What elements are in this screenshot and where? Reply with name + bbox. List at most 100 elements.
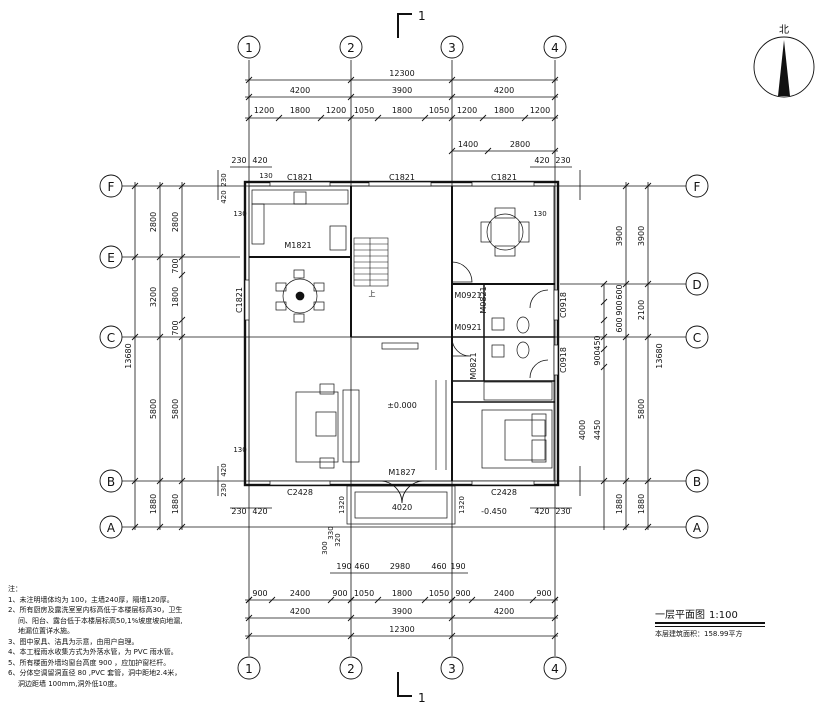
window-label: C2428 [491, 488, 517, 497]
elevation-label: -0.450 [481, 507, 507, 516]
dim-bottom-opening: 2400 [494, 589, 514, 598]
dim-bottom-opening: 900 [332, 589, 347, 598]
dim-tick [622, 477, 630, 485]
dim-left-bay: 3200 [149, 287, 158, 307]
dim-tick [374, 596, 382, 604]
dim-tick [600, 333, 608, 341]
axis-label-1: 1 [245, 41, 253, 55]
dim-tick [245, 614, 253, 622]
window-label: C0918 [559, 292, 568, 318]
dim-right-bay: 3900 [637, 226, 646, 246]
axis-label-2-bottom: 2 [347, 662, 355, 676]
dim-small: 130 [233, 210, 246, 218]
axis-label-E: E [107, 251, 115, 265]
dim-tick [484, 147, 492, 155]
dim-top-sub: 1400 [458, 140, 478, 149]
dim-tick [622, 182, 630, 190]
dim-tick [245, 114, 253, 122]
axis-label-B-right: B [693, 475, 701, 489]
dim-tick [551, 114, 559, 122]
dim-wall: 420 [534, 156, 549, 165]
round-table [486, 213, 524, 251]
dim-bottom-bay: 3900 [392, 607, 412, 616]
dim-tick [245, 632, 253, 640]
dim-wall: 230 [231, 507, 246, 516]
dim-tick [178, 477, 186, 485]
axis-label-C-right: C [693, 331, 701, 345]
dim-tick [347, 93, 355, 101]
dim-small: 130 [533, 210, 546, 218]
axis-label-3: 3 [448, 41, 456, 55]
dim-tick [275, 114, 283, 122]
dim-bottom-opening: 900 [536, 589, 551, 598]
dim-tick [644, 333, 652, 341]
note-item: 洞边距墙 100mm,洞外低10度。 [18, 679, 122, 688]
dim-left-inner: 700 [171, 258, 180, 273]
dim-tick [131, 333, 139, 341]
dim-left-inner: 1800 [171, 287, 180, 307]
dim-tick [644, 182, 652, 190]
dim-left-bay: 5800 [149, 399, 158, 419]
door-label: M0821 [479, 286, 488, 313]
dim-tick [468, 596, 476, 604]
dim-tick [245, 596, 253, 604]
dim-top-opening: 1200 [457, 106, 477, 115]
dim-top-opening: 1200 [254, 106, 274, 115]
dim-right-bay: 2100 [637, 300, 646, 320]
dim-right-bay: 5800 [637, 399, 646, 419]
dim-left-inner: 1880 [171, 494, 180, 514]
dim-step: 460 [431, 562, 446, 571]
dim-tick [347, 632, 355, 640]
dim-tick [644, 280, 652, 288]
dim-left-overall: 13680 [124, 343, 133, 368]
axis-label-D: D [692, 278, 701, 292]
dim-tick [156, 182, 164, 190]
axis-label-F: F [108, 180, 115, 194]
door-label: M1827 [388, 468, 415, 477]
dim-tick [479, 114, 487, 122]
dim-tick [448, 93, 456, 101]
north-arrow-icon [778, 40, 790, 96]
dim-tick [448, 596, 456, 604]
dim-tick [529, 596, 537, 604]
dim-tick [245, 93, 253, 101]
section-label-bottom: 1 [418, 691, 426, 705]
drawing-scale: 1:100 [709, 610, 738, 621]
bed [481, 409, 553, 469]
dim-tick [374, 114, 382, 122]
stair [353, 237, 389, 287]
dim-tick [421, 596, 429, 604]
dim-tick [600, 477, 608, 485]
sofa [342, 389, 360, 463]
dim-tick [551, 614, 559, 622]
dim-bottom-opening: 1050 [354, 589, 374, 598]
dim-tick [131, 253, 139, 261]
dim-small: 300 [321, 541, 329, 554]
dim-tick [622, 333, 630, 341]
axis-label-2: 2 [347, 41, 355, 55]
dim-tick [131, 523, 139, 531]
dim-tick [551, 76, 559, 84]
dim-tick [131, 182, 139, 190]
dim-tick [421, 114, 429, 122]
dim-tick [178, 523, 186, 531]
dim-step: 190 [450, 562, 465, 571]
dim-right-inner: 900 [593, 350, 602, 365]
dim-top-overall: 12300 [389, 69, 414, 78]
dim-bottom-opening: 2400 [290, 589, 310, 598]
note-item: 3、图中家具、洁具为示意，由用户自理。 [8, 637, 139, 646]
dim-tick [178, 333, 186, 341]
axis-label-B: B [107, 475, 115, 489]
dim-wall: 420 [252, 507, 267, 516]
note-item: 5、所有楼面外墙均窗台高度 900 ，应加护窗栏杆。 [8, 658, 171, 667]
notes-block: 注： 1、未注明墙体均为 100，主墙240厚，隔墙120厚。 2、所有厨房及露… [8, 584, 238, 689]
dim-tick [622, 523, 630, 531]
dim-step: 2980 [390, 562, 410, 571]
dim-left-inner: 2800 [171, 212, 180, 232]
dim-tick [245, 76, 253, 84]
note-item: 1、未注明墙体均为 100，主墙240厚，隔墙120厚。 [8, 595, 174, 604]
axis-label-4: 4 [551, 41, 559, 55]
window-label: C1821 [235, 287, 244, 313]
door-label: M1821 [284, 241, 311, 250]
